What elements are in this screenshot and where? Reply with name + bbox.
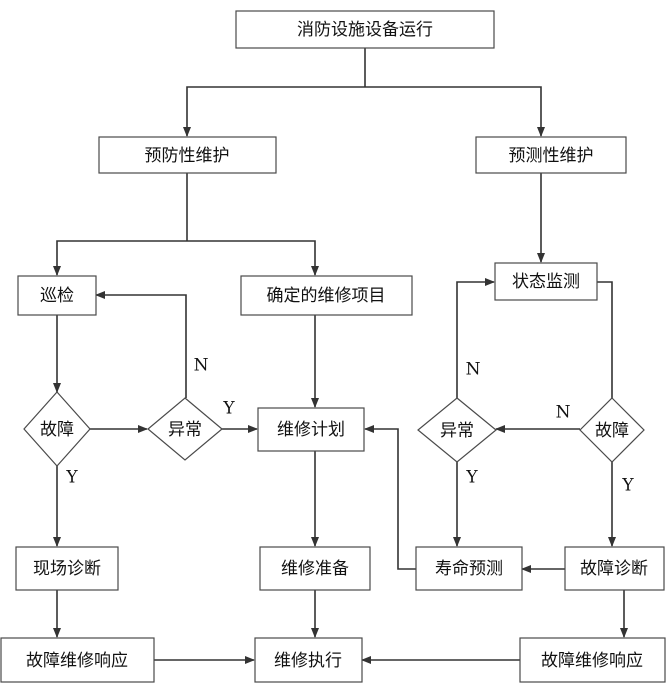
node-execute: 维修执行 [254,637,363,683]
node-predictive-label: 预测性维护 [509,146,594,166]
node-root-label: 消防设施设备运行 [297,20,433,40]
label-fault-right-no: N [556,403,571,423]
node-life-prediction-label: 寿命预测 [435,559,503,579]
node-fault-right: 故障 [579,397,645,463]
node-plan: 维修计划 [257,407,365,452]
node-plan-label: 维修计划 [277,420,345,440]
node-abnormal-right: 异常 [417,397,497,463]
edge-preventive-inspection [53,240,187,276]
node-status-monitor-label: 状态监测 [512,272,580,292]
label-abnormal-right-yes: Y [465,468,478,488]
label-abnormal-left-no: N [194,356,209,376]
node-fault-right-label: 故障 [595,421,629,441]
node-status-monitor: 状态监测 [494,262,598,301]
nodes: 消防设施设备运行 预防性维护 预测性维护 巡检 确定的维修项目 状态监测 故障 [0,10,666,683]
label-fault-right-yes: Y [621,476,634,496]
node-execute-label: 维修执行 [274,651,342,671]
node-abnormal-right-label: 异常 [440,421,474,441]
node-root: 消防设施设备运行 [235,10,495,49]
node-life-prediction: 寿命预测 [415,546,523,591]
node-fault-response-left-label: 故障维修响应 [26,651,128,671]
node-fault-response-left: 故障维修响应 [0,637,155,683]
node-inspection: 巡检 [17,275,97,316]
node-determine-items-label: 确定的维修项目 [267,286,386,306]
node-onsite-diagnosis: 现场诊断 [15,546,119,591]
node-abnormal-left-label: 异常 [168,420,202,440]
node-preventive: 预防性维护 [98,136,277,174]
node-fault-response-right-label: 故障维修响应 [541,651,643,671]
edge-root-predictive [365,86,545,137]
edges [53,48,628,664]
node-fault-diagnosis: 故障诊断 [564,546,665,591]
edge-preventive-determine [187,240,319,276]
node-determine-items: 确定的维修项目 [240,275,413,316]
node-predictive: 预测性维护 [475,136,627,174]
node-fault-left: 故障 [23,391,91,467]
node-abnormal-left: 异常 [147,397,223,461]
label-abnormal-right-no: N [466,360,481,380]
edge-abnormal-right-status [456,278,495,398]
edge-root-preventive [183,86,365,137]
label-fault-left-yes: Y [65,468,78,488]
node-fault-response-right: 故障维修响应 [519,637,666,683]
label-abnormal-left-yes: Y [222,399,235,419]
node-inspection-label: 巡检 [40,286,74,306]
node-prep-label: 维修准备 [281,559,349,579]
node-prep: 维修准备 [259,546,371,591]
node-fault-left-label: 故障 [40,420,74,440]
edge-life-plan [364,425,416,570]
node-onsite-diagnosis-label: 现场诊断 [33,559,101,579]
node-preventive-label: 预防性维护 [145,146,230,166]
edge-abnormal-left-no [95,291,187,398]
node-fault-diagnosis-label: 故障诊断 [580,559,648,579]
edge-labels: N Y Y N Y N Y [65,356,634,496]
edge-status-fault-right [597,281,613,398]
